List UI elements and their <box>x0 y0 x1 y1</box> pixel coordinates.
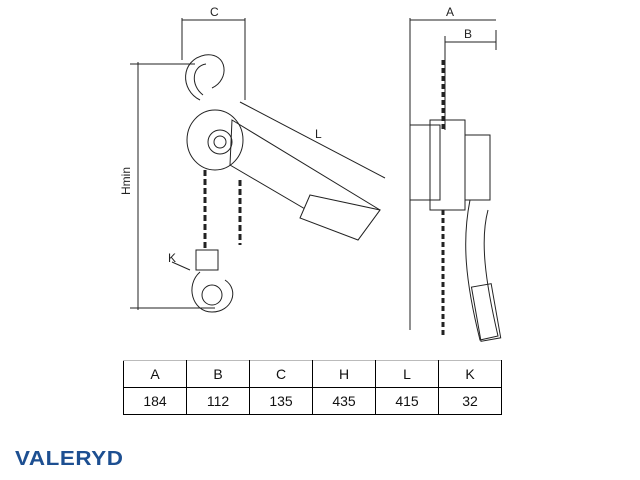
dimension-label-l: L <box>315 127 322 141</box>
dimensions-table: A B C H L K 184 112 135 435 415 32 <box>123 360 502 415</box>
header-cell: H <box>312 360 376 388</box>
value-cell: 415 <box>375 387 439 415</box>
valeryd-logo: VALERYD <box>15 448 124 470</box>
dimension-label-c: C <box>210 5 219 19</box>
header-cell: C <box>249 360 313 388</box>
value-cell: 435 <box>312 387 376 415</box>
dimension-label-b: B <box>464 27 472 41</box>
value-cell: 184 <box>123 387 187 415</box>
header-cell: L <box>375 360 439 388</box>
dimension-label-a: A <box>446 5 454 19</box>
dimension-label-k: K <box>168 251 176 265</box>
dimension-label-hmin: Hmin <box>119 167 133 195</box>
value-cell: 135 <box>249 387 313 415</box>
header-cell: B <box>186 360 250 388</box>
value-cell: 112 <box>186 387 250 415</box>
header-cell: K <box>438 360 502 388</box>
header-cell: A <box>123 360 187 388</box>
value-cell: 32 <box>438 387 502 415</box>
table-header-row: A B C H L K <box>123 360 502 388</box>
table-row: 184 112 135 435 415 32 <box>123 387 502 415</box>
lever-hoist-technical-drawing: C Hmin L K A B <box>119 5 502 342</box>
